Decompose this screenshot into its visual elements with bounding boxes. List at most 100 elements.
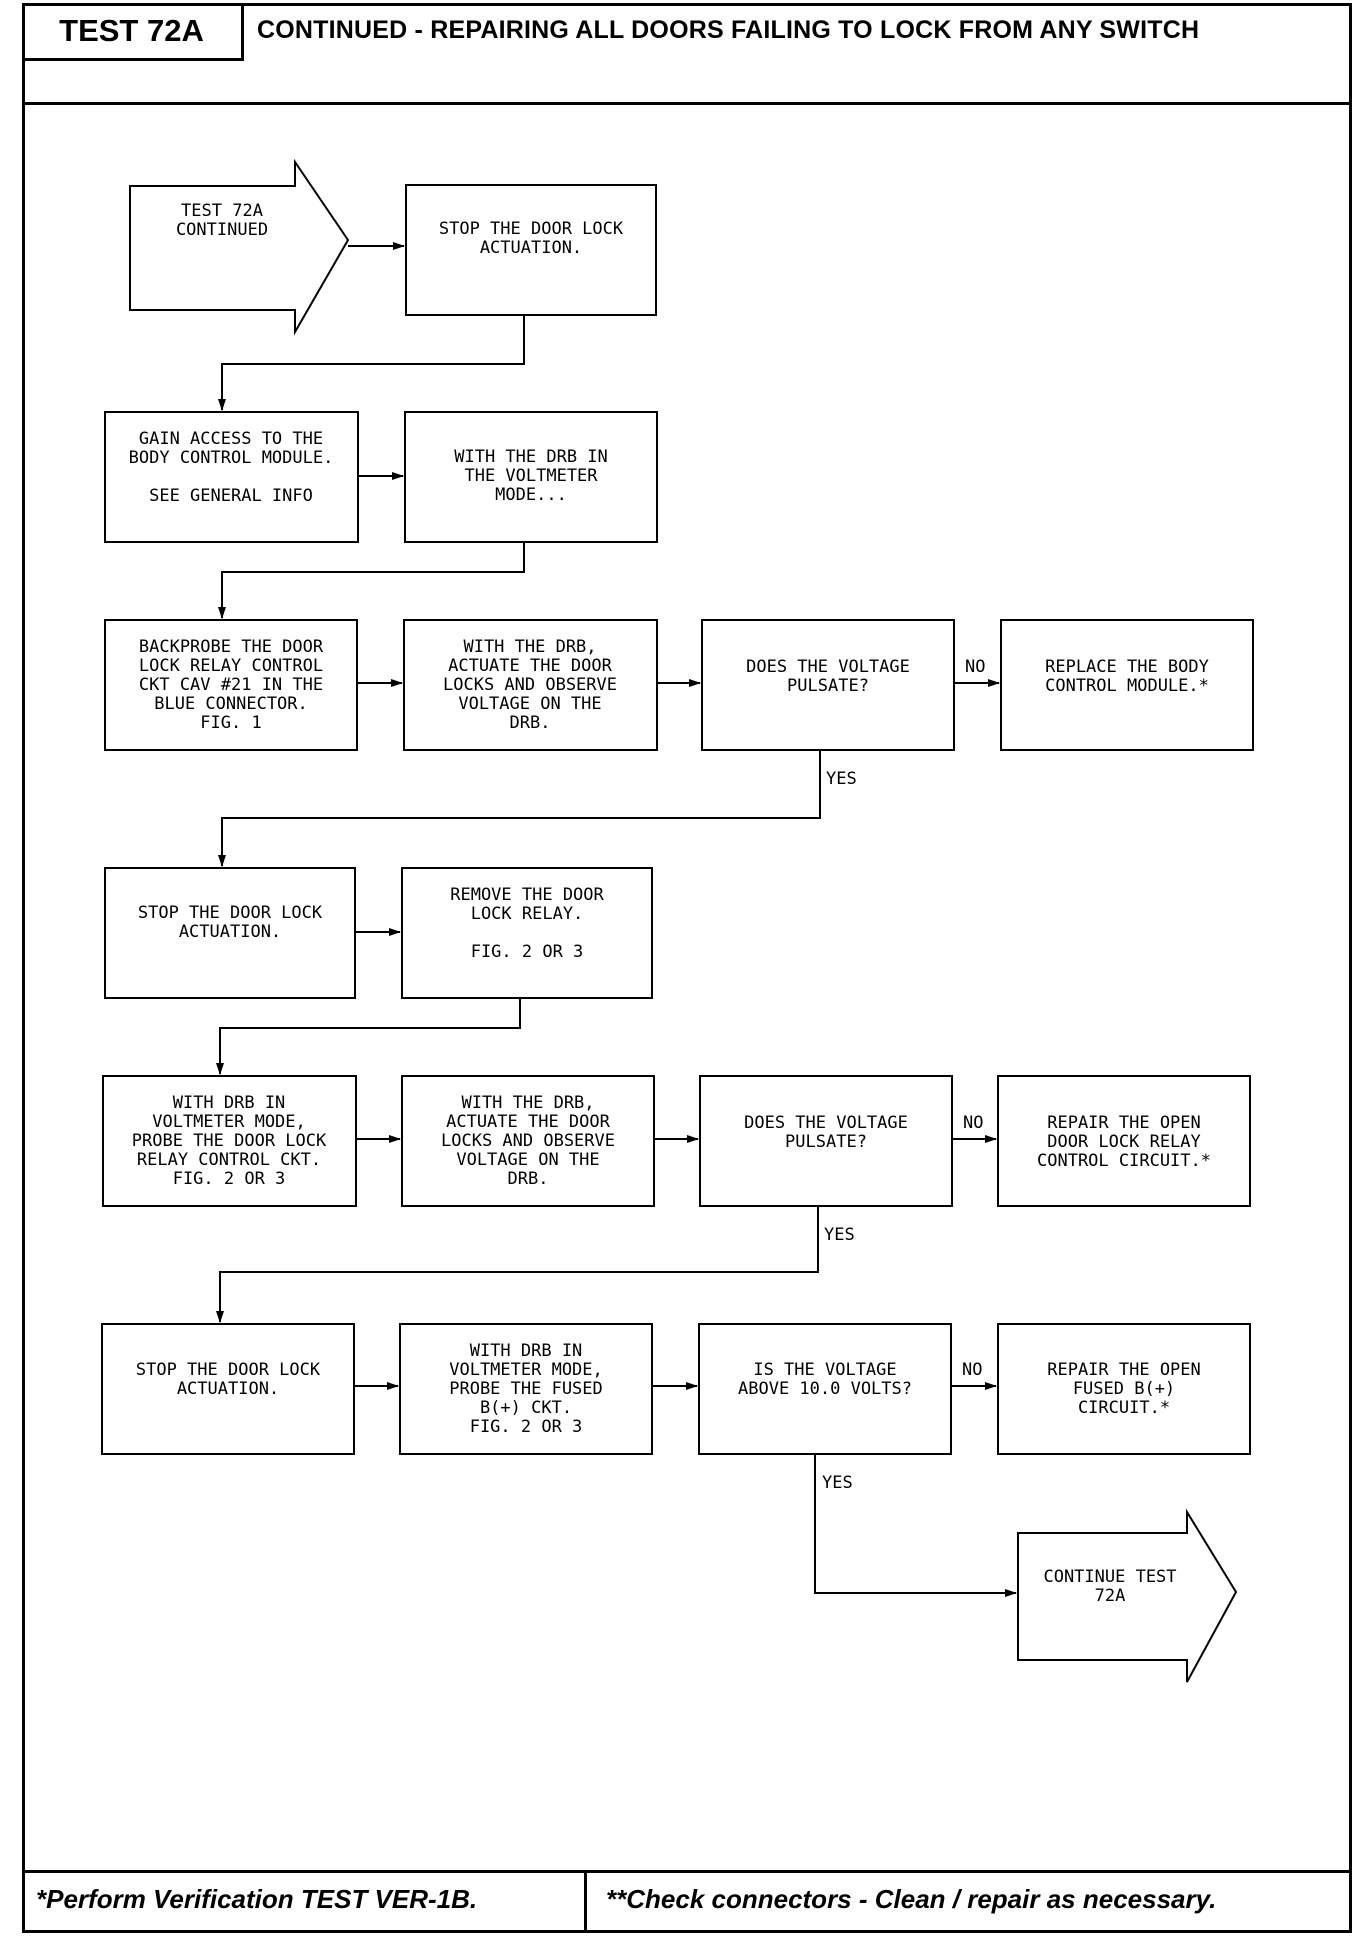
step-probe-fused-ckt bbox=[399, 1323, 653, 1455]
connectors bbox=[216, 242, 1017, 1597]
node-line: BLUE CONNECTOR. bbox=[154, 694, 308, 714]
node-line: STOP THE DOOR LOCK bbox=[138, 903, 323, 923]
node-line: CIRCUIT.* bbox=[1078, 1398, 1170, 1418]
node-line: REPAIR THE OPEN bbox=[1047, 1360, 1201, 1380]
node-line: FIG. 1 bbox=[200, 713, 261, 733]
footer-note-connectors: **Check connectors - Clean / repair as n… bbox=[606, 1884, 1217, 1914]
edge-n3-n4 bbox=[218, 542, 525, 619]
edge-n16-end bbox=[814, 1454, 1017, 1597]
node-line: RELAY CONTROL CKT. bbox=[137, 1150, 321, 1170]
node-line: B(+) CKT. bbox=[480, 1398, 572, 1418]
node-line: SEE GENERAL INFO bbox=[149, 486, 313, 506]
node-line: IS THE VOLTAGE bbox=[753, 1360, 896, 1380]
node-line: CONTROL CIRCUIT.* bbox=[1037, 1151, 1211, 1171]
node-line: ACTUATE THE DOOR bbox=[448, 656, 613, 676]
edge-label-no-2: NO bbox=[963, 1113, 983, 1133]
node-line: VOLTAGE ON THE bbox=[456, 1150, 599, 1170]
node-line: DOOR LOCK RELAY bbox=[1047, 1132, 1201, 1152]
node-line: STOP THE DOOR LOCK bbox=[136, 1360, 321, 1380]
node-line: DRB. bbox=[508, 1169, 549, 1189]
node-line: REPLACE THE BODY bbox=[1045, 657, 1209, 677]
node-line: WITH THE DRB IN bbox=[454, 447, 608, 467]
footer-note-verification: *Perform Verification TEST VER-1B. bbox=[36, 1884, 478, 1914]
node-line: WITH THE DRB, bbox=[461, 1093, 594, 1113]
test-id: TEST 72A bbox=[59, 12, 204, 48]
node-line: FUSED B(+) bbox=[1073, 1379, 1175, 1399]
step-probe-relay-ckt bbox=[102, 1075, 357, 1207]
node-line: LOCK RELAY CONTROL bbox=[139, 656, 323, 676]
header-divider bbox=[22, 102, 1352, 105]
node-line: 72A bbox=[1095, 1586, 1126, 1606]
node-line: FIG. 2 OR 3 bbox=[471, 942, 584, 962]
decision-voltage-pulsate-2 bbox=[699, 1075, 953, 1207]
node-line: TEST 72A bbox=[181, 201, 263, 221]
edge-label-yes-2: YES bbox=[824, 1225, 855, 1245]
node-line: DOES THE VOLTAGE bbox=[746, 657, 910, 677]
node-line: REPAIR THE OPEN bbox=[1047, 1113, 1201, 1133]
node-line: CONTROL MODULE.* bbox=[1045, 676, 1209, 696]
node-line: FIG. 2 OR 3 bbox=[173, 1169, 286, 1189]
node-line: CONTINUE TEST bbox=[1043, 1567, 1176, 1587]
node-line: PROBE THE DOOR LOCK bbox=[132, 1131, 327, 1151]
node-line: PULSATE? bbox=[785, 1132, 867, 1152]
node-line: CKT CAV #21 IN THE bbox=[139, 675, 323, 695]
node-line: LOCKS AND OBSERVE bbox=[441, 1131, 615, 1151]
node-line: FIG. 2 OR 3 bbox=[470, 1417, 583, 1437]
step-stop-actuation-1 bbox=[405, 184, 657, 316]
node-line: LOCK RELAY. bbox=[471, 904, 584, 924]
step-backprobe bbox=[104, 619, 358, 751]
page-frame bbox=[22, 3, 1352, 1933]
end-arrow-shape bbox=[1017, 1508, 1238, 1683]
node-line: PULSATE? bbox=[787, 676, 869, 696]
node-line: REMOVE THE DOOR bbox=[450, 885, 604, 905]
step-replace-bcm bbox=[1000, 619, 1254, 751]
node-line: DOES THE VOLTAGE bbox=[744, 1113, 908, 1133]
edge-n9-n10 bbox=[216, 998, 521, 1075]
node-line: BODY CONTROL MODULE. bbox=[129, 448, 334, 468]
node-line: LOCKS AND OBSERVE bbox=[443, 675, 617, 695]
node-line: ACTUATE THE DOOR bbox=[446, 1112, 611, 1132]
node-line: MODE... bbox=[495, 485, 567, 505]
edge-label-no-1: NO bbox=[965, 657, 985, 677]
step-remove-relay bbox=[401, 867, 653, 999]
node-line: ABOVE 10.0 VOLTS? bbox=[738, 1379, 912, 1399]
node-line: WITH DRB IN bbox=[173, 1093, 286, 1113]
step-repair-relay-ckt bbox=[997, 1075, 1251, 1207]
edge-n6-n8 bbox=[218, 750, 821, 867]
edge-label-yes-3: YES bbox=[822, 1473, 853, 1493]
node-line: DRB. bbox=[510, 713, 551, 733]
edge-n1-n2 bbox=[218, 315, 525, 411]
node-line: THE VOLTMETER bbox=[464, 466, 598, 486]
node-line: ACTUATION. bbox=[480, 238, 582, 258]
step-stop-actuation-3 bbox=[101, 1323, 355, 1455]
node-line: VOLTMETER MODE, bbox=[449, 1360, 603, 1380]
node-line: CONTINUED bbox=[176, 220, 268, 240]
node-line: BACKPROBE THE DOOR bbox=[139, 637, 324, 657]
node-line: ACTUATION. bbox=[177, 1379, 279, 1399]
edge-label-no-3: NO bbox=[962, 1360, 982, 1380]
node-line: WITH DRB IN bbox=[470, 1341, 583, 1361]
step-drb-voltmeter bbox=[404, 411, 658, 543]
decision-voltage-pulsate-1 bbox=[701, 619, 955, 751]
node-line: GAIN ACCESS TO THE bbox=[139, 429, 323, 449]
